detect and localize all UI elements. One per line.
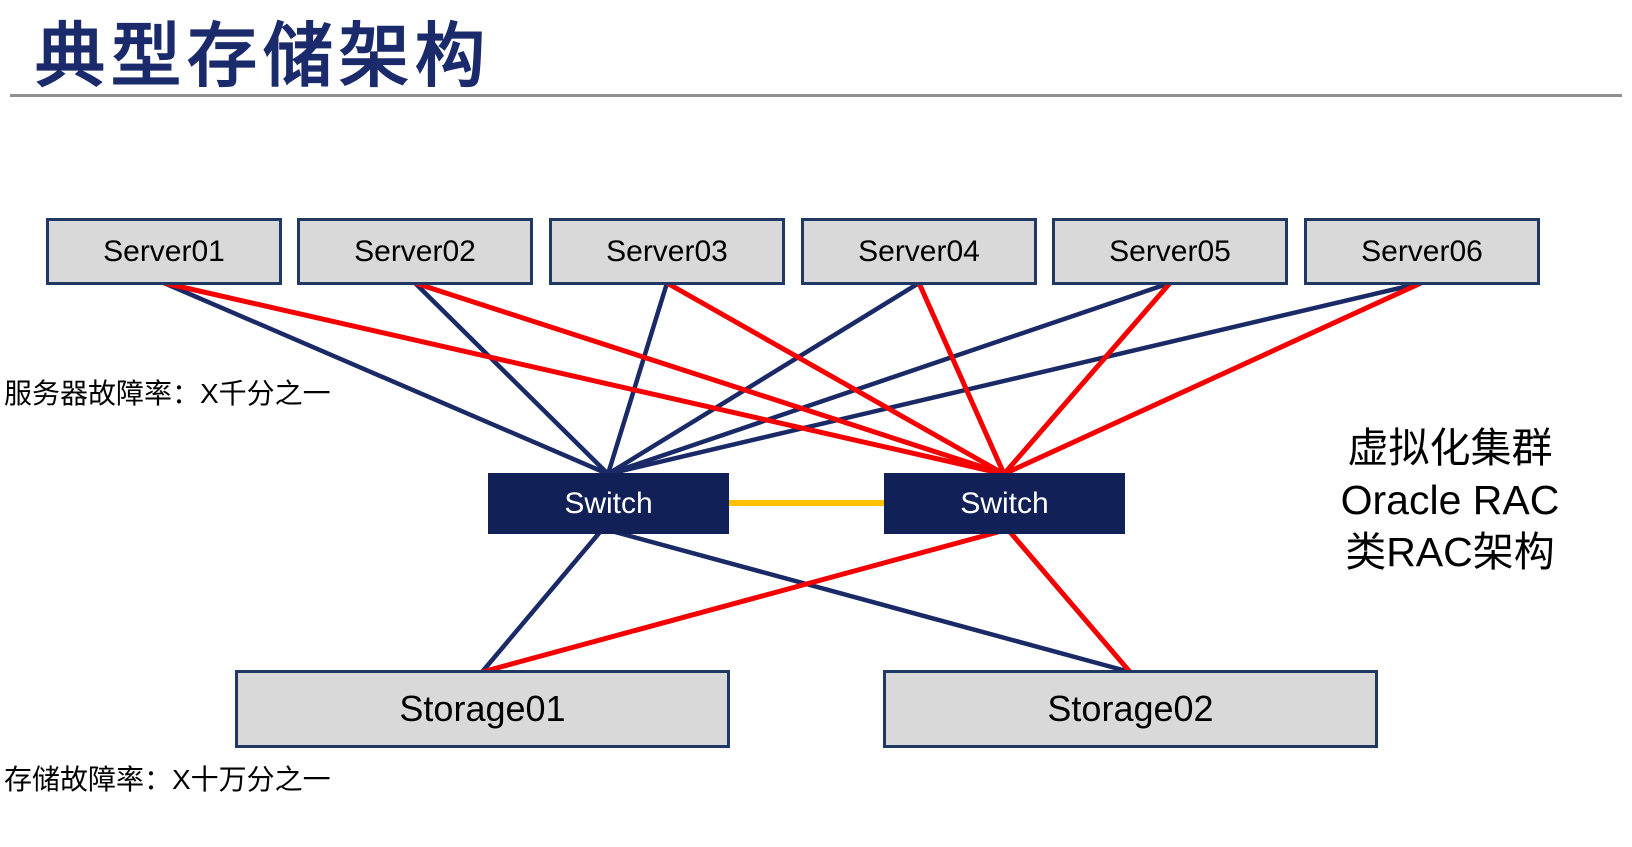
link-server02-switch2 <box>414 280 1005 477</box>
link-switch1-storage01 <box>480 530 602 674</box>
link-server04-switch2 <box>916 281 1007 476</box>
node-storage02-label: Storage02 <box>1047 688 1214 729</box>
link-switch1-storage02 <box>614 529 1131 675</box>
node-storage01-label: Storage01 <box>399 688 566 729</box>
node-server02-label: Server02 <box>354 234 476 268</box>
node-server03: Server03 <box>549 218 785 285</box>
node-server05-label: Server05 <box>1109 234 1231 268</box>
title-divider <box>10 94 1622 97</box>
link-switch2-storage01 <box>481 529 999 675</box>
link-server06-switch2 <box>1002 280 1423 477</box>
page-title: 典型存储架构 <box>35 17 491 95</box>
link-server01-switch2 <box>163 280 1005 477</box>
node-switch2-label: Switch <box>960 486 1049 520</box>
node-storage02: Storage02 <box>883 670 1378 748</box>
node-server05: Server05 <box>1052 218 1288 285</box>
node-server03-label: Server03 <box>606 234 728 268</box>
link-server01-switch1 <box>163 280 609 477</box>
node-server06: Server06 <box>1304 218 1540 285</box>
node-server04: Server04 <box>801 218 1037 285</box>
node-switch2: Switch <box>884 473 1125 534</box>
node-server04-label: Server04 <box>858 234 980 268</box>
node-storage01: Storage01 <box>235 670 730 748</box>
node-server06-label: Server06 <box>1361 234 1483 268</box>
link-server02-switch1 <box>413 281 610 476</box>
link-server03-switch2 <box>665 280 1006 477</box>
link-switch2-storage02 <box>1008 530 1132 674</box>
storage-failure-rate-label: 存储故障率：X十万分之一 <box>4 764 331 795</box>
cluster-type-line1: 虚拟化集群 <box>1347 425 1553 471</box>
node-switch1: Switch <box>488 473 729 534</box>
link-server05-switch2 <box>1002 281 1172 476</box>
cluster-type-line3: 类RAC架构 <box>1345 529 1555 575</box>
node-server01: Server01 <box>46 218 282 285</box>
cluster-type-annotation: 虚拟化集群 Oracle RAC 类RAC架构 <box>1318 422 1582 578</box>
cluster-type-line2: Oracle RAC <box>1340 477 1560 523</box>
link-server05-switch1 <box>607 280 1171 477</box>
node-server02: Server02 <box>297 218 533 285</box>
link-server03-switch1 <box>605 282 670 475</box>
link-server04-switch1 <box>606 281 921 476</box>
node-switch1-label: Switch <box>564 486 653 520</box>
server-failure-rate-label: 服务器故障率：X千分之一 <box>4 378 331 409</box>
node-server01-label: Server01 <box>103 234 225 268</box>
link-server06-switch1 <box>607 280 1422 477</box>
